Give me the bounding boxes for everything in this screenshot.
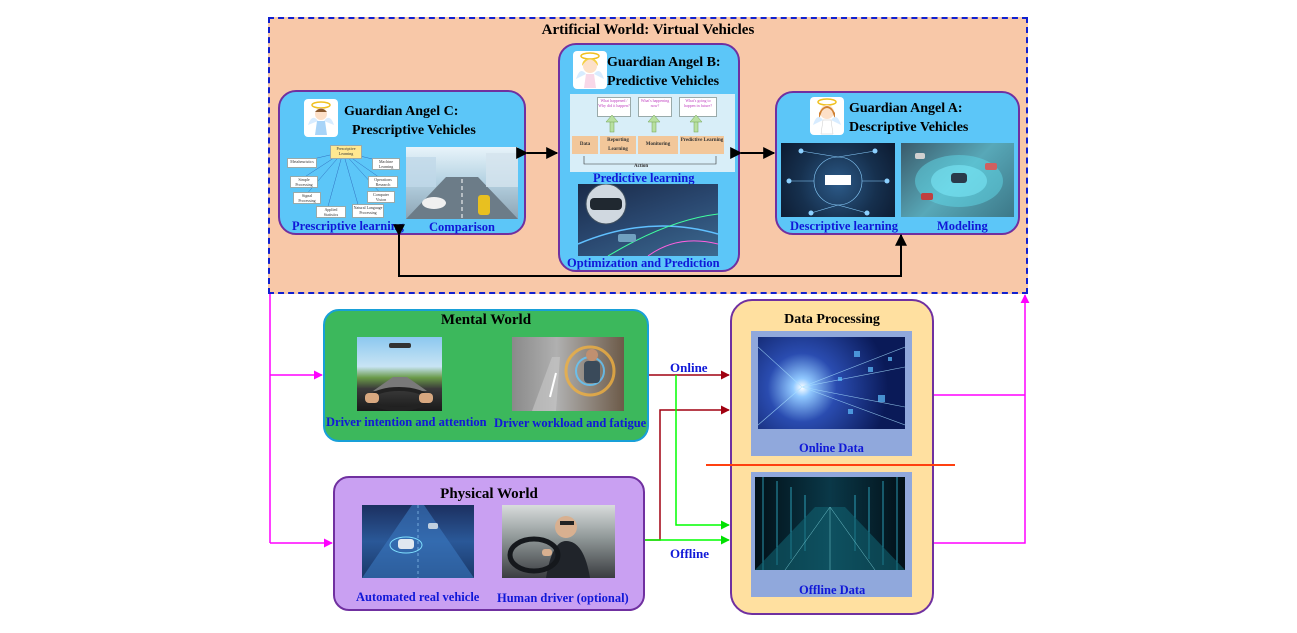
- flow-step: Monitoring: [638, 136, 678, 154]
- flow-arrows: [570, 114, 735, 135]
- artificial-world-title: Artificial World: Virtual Vehicles: [541, 22, 755, 38]
- modeling-image: [901, 143, 1014, 217]
- human-driver-label: Human driver (optional): [497, 591, 629, 605]
- flow-step: Reporting Learning: [600, 136, 636, 154]
- angel-b-title-line1: Guardian Angel B:: [607, 55, 721, 70]
- offline-connector-label: Offline: [670, 546, 709, 561]
- mindmap-center: Prescriptive Learning: [330, 145, 362, 159]
- flow-action-label: Action: [634, 164, 649, 169]
- prescriptive-learning-label: Prescriptive learning: [292, 219, 404, 233]
- angel-b-title-line2: Predictive Vehicles: [607, 74, 720, 89]
- online-data-label: Online Data: [799, 441, 864, 455]
- driver-intention-label: Driver intention and attention: [326, 415, 487, 429]
- mindmap-node: Metaheuristics: [287, 158, 317, 168]
- angel-c-title-line1: Guardian Angel C:: [344, 104, 459, 119]
- mindmap-node: Machine Learning: [372, 158, 400, 170]
- flow-step: Predictive Learning: [680, 136, 724, 154]
- angel-c-icon: [304, 99, 338, 137]
- mindmap-node: Natural Language Processing: [352, 204, 384, 218]
- modeling-label: Modeling: [937, 219, 988, 233]
- angel-b-icon: [573, 51, 607, 89]
- automated-vehicle-label: Automated real vehicle: [356, 590, 480, 604]
- angel-a-title-line2: Descriptive Vehicles: [849, 120, 969, 135]
- comparison-image: [406, 147, 518, 219]
- flow-question: What's happening now?: [638, 97, 672, 117]
- driver-workload-image: [512, 337, 624, 411]
- angel-a-icon: [810, 97, 844, 135]
- offline-data-label: Offline Data: [799, 583, 866, 597]
- driver-intention-image: [357, 337, 442, 411]
- flow-action-bracket: [580, 156, 720, 170]
- physical-world-title: Physical World: [440, 486, 538, 502]
- predictive-learning-label: Predictive learning: [593, 171, 695, 185]
- mindmap-node: Computer Vision: [367, 191, 395, 203]
- offline-data-image: [755, 477, 905, 570]
- online-connector-label: Online: [670, 360, 708, 375]
- online-data-image: [758, 337, 905, 429]
- mindmap-node: Operations Research: [368, 176, 398, 188]
- automated-vehicle-image: [362, 505, 474, 578]
- flow-question: What's going to happen in future?: [679, 97, 717, 117]
- human-driver-image: [502, 505, 615, 578]
- descriptive-learning-image: [781, 143, 895, 217]
- angel-a-title-line1: Guardian Angel A:: [849, 101, 963, 116]
- optimization-prediction-label: Optimization and Prediction: [567, 256, 720, 270]
- mindmap-node: Signal Processing: [293, 192, 321, 204]
- data-processing-title: Data Processing: [784, 312, 880, 327]
- flow-question: What happened / Why did it happen?: [597, 97, 631, 117]
- driver-workload-label: Driver workload and fatigue: [494, 416, 647, 430]
- angel-c-title-line2: Prescriptive Vehicles: [352, 123, 476, 138]
- mental-world-title: Mental World: [440, 312, 532, 328]
- mindmap-node: Applied Statistics: [316, 206, 346, 218]
- flow-step: Data: [572, 136, 598, 154]
- mindmap-node: Simple Processing: [290, 176, 318, 188]
